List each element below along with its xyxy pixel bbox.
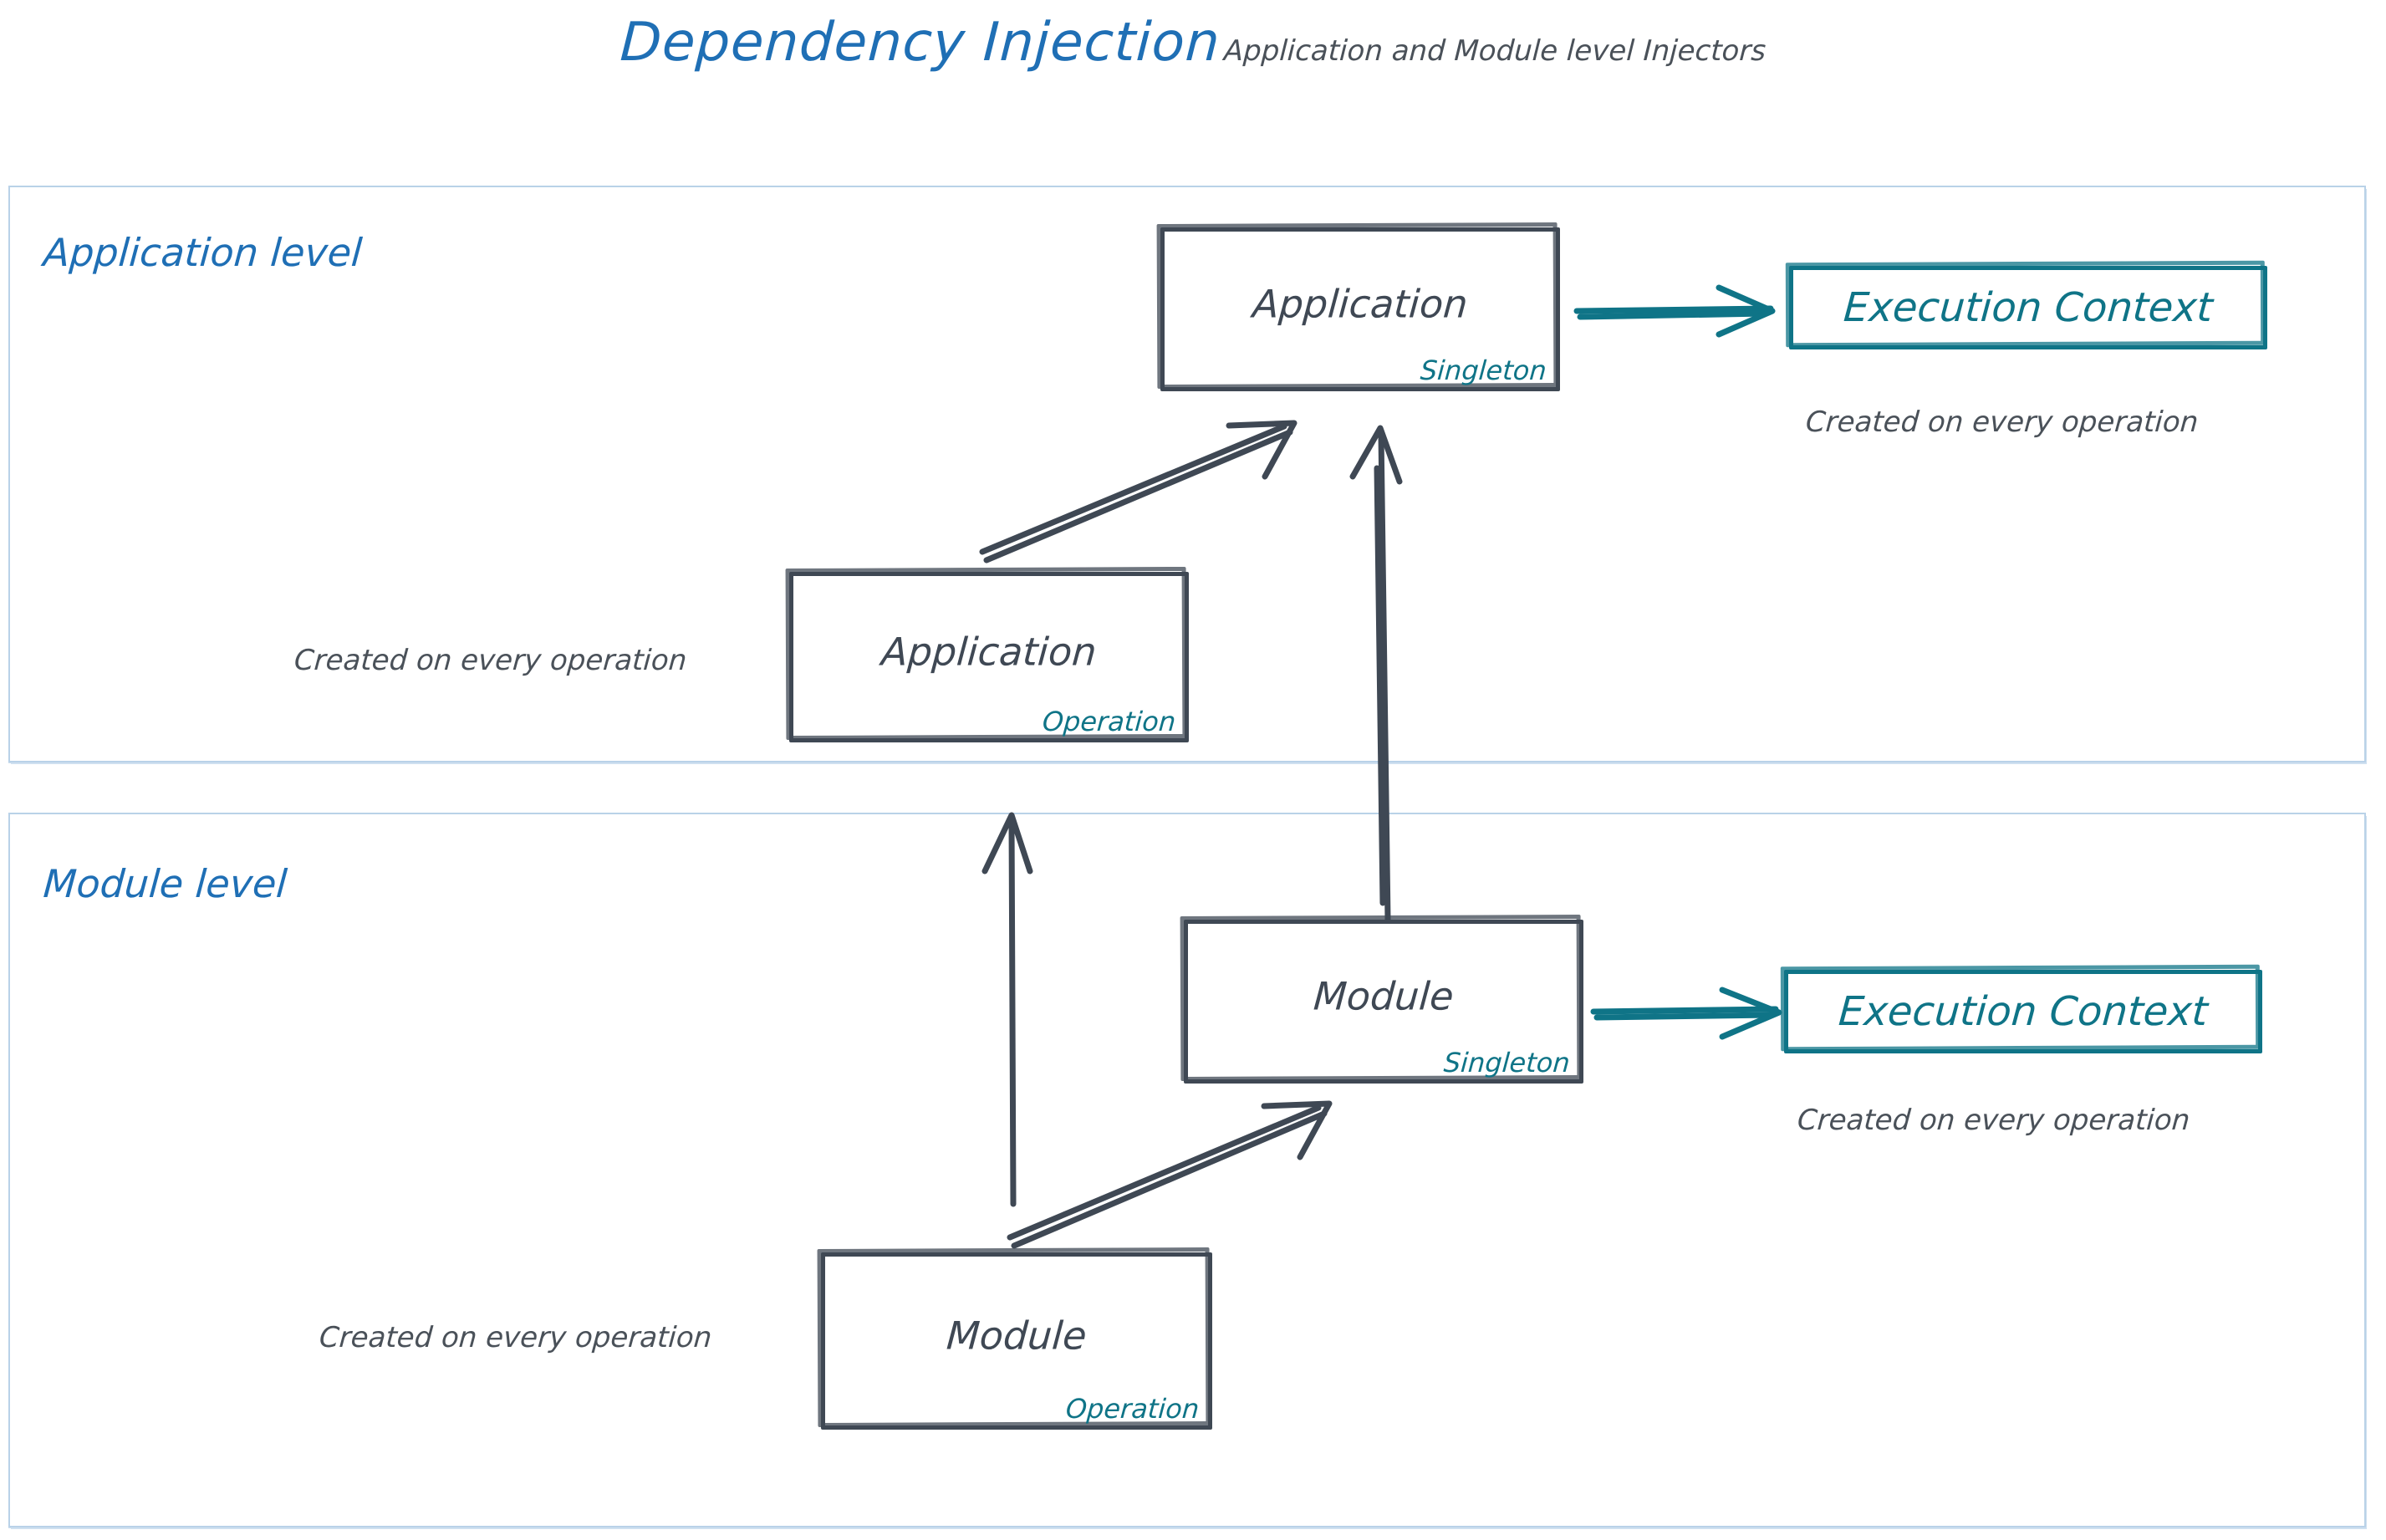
node-title: Execution Context <box>1842 284 2215 331</box>
node-scope-badge: Operation <box>1064 1393 1201 1425</box>
node-title: Module <box>1312 973 1456 1019</box>
application-level-panel <box>8 186 2366 762</box>
node-module-singleton[interactable]: Module Singleton <box>1180 914 1583 1084</box>
node-scope-badge: Singleton <box>1442 1047 1572 1079</box>
node-execution-context-module[interactable]: Execution Context <box>1780 964 2262 1053</box>
module-level-label: Module level <box>42 861 289 906</box>
caption-execution-context-application: Created on every operation <box>1804 405 2200 439</box>
page-title: Dependency Injection <box>618 12 1222 74</box>
caption-module-operation: Created on every operation <box>318 1321 713 1354</box>
node-execution-context-application[interactable]: Execution Context <box>1785 260 2267 349</box>
node-title: Application <box>879 629 1099 675</box>
node-title: Execution Context <box>1837 988 2210 1035</box>
node-scope-badge: Singleton <box>1419 354 1548 386</box>
node-module-operation[interactable]: Module Operation <box>817 1247 1212 1430</box>
sketch-frame <box>1160 227 1560 391</box>
node-title: Application <box>1251 281 1470 327</box>
node-scope-badge: Operation <box>1041 706 1177 737</box>
sketch-frame <box>789 572 1189 742</box>
caption-execution-context-module: Created on every operation <box>1796 1104 2191 1137</box>
sketch-frame <box>1789 266 2267 349</box>
page-subtitle: Application and Module level Injectors <box>1223 34 1767 68</box>
sketch-frame <box>821 1252 1212 1430</box>
title-block: Dependency Injection Application and Mod… <box>0 0 2386 74</box>
sketch-frame <box>1184 920 1583 1084</box>
node-title: Module <box>945 1313 1088 1359</box>
sketch-frame <box>1784 970 2262 1053</box>
node-application-operation[interactable]: Application Operation <box>785 566 1189 742</box>
node-application-singleton[interactable]: Application Singleton <box>1156 222 1560 391</box>
application-level-label: Application level <box>42 230 364 275</box>
caption-application-operation: Created on every operation <box>293 644 688 677</box>
module-level-panel <box>8 813 2366 1527</box>
